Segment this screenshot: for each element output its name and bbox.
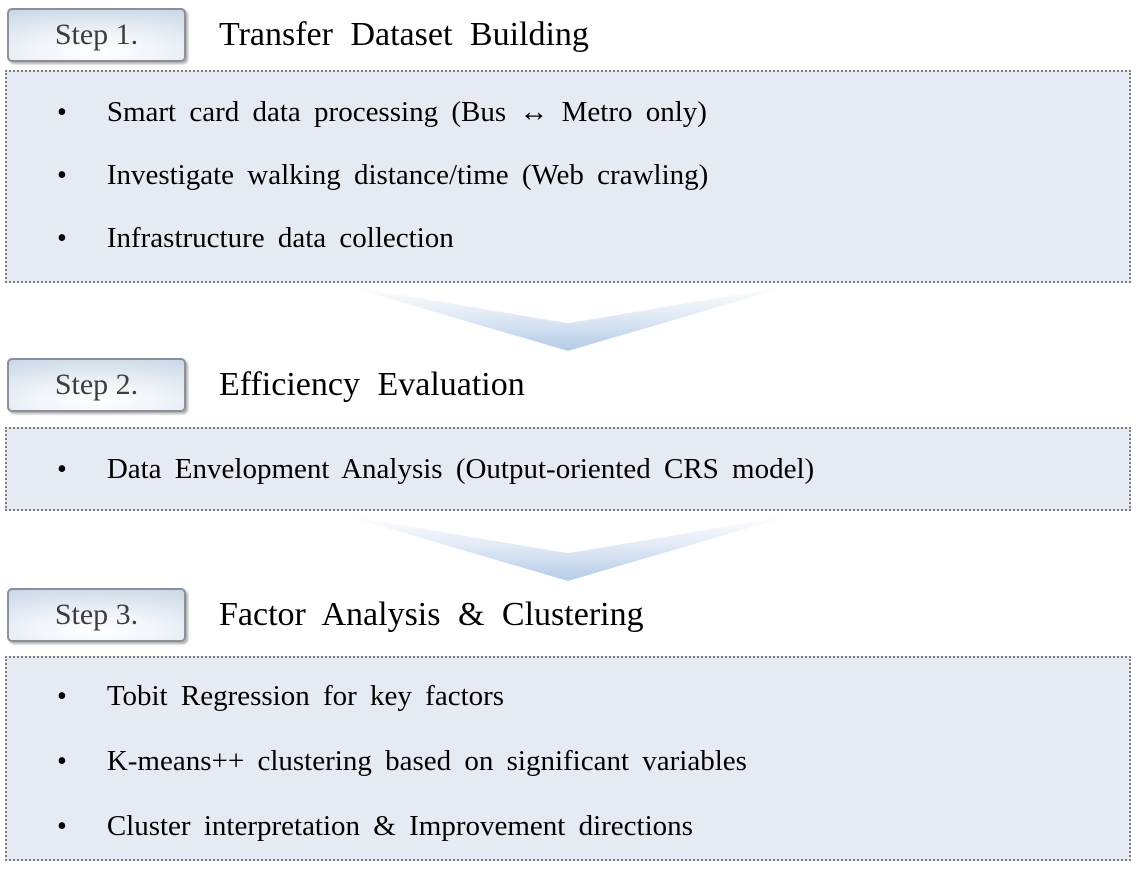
- arrow-row: [5, 285, 1131, 351]
- bullet-text: Tobit Regression for key factors: [106, 680, 505, 712]
- step-3-bullet-list: • Tobit Regression for key factors • K-m…: [7, 664, 1129, 859]
- bullet-icon: •: [57, 680, 67, 712]
- step-2-title: Efficiency Evaluation: [219, 366, 525, 403]
- bullet-icon: •: [57, 453, 67, 485]
- list-item: • Investigate walking distance/time (Web…: [7, 144, 1129, 207]
- step-3-title: Factor Analysis & Clustering: [219, 596, 644, 633]
- bullet-icon: •: [57, 745, 67, 777]
- step-2-bullet-list: • Data Envelopment Analysis (Output-orie…: [7, 438, 1129, 501]
- down-arrow-icon: [343, 515, 793, 581]
- step-1-header: Step 1. Transfer Dataset Building: [5, 7, 1131, 63]
- list-item: • Data Envelopment Analysis (Output-orie…: [7, 438, 1129, 501]
- bullet-text: K-means++ clustering based on significan…: [106, 745, 747, 777]
- list-item: • Cluster interpretation & Improvement d…: [7, 794, 1129, 859]
- list-item: • K-means++ clustering based on signific…: [7, 729, 1129, 794]
- bullet-icon: •: [57, 222, 67, 254]
- step-3-badge: Step 3.: [7, 588, 186, 642]
- down-arrow-icon: [343, 285, 793, 351]
- list-item: • Smart card data processing (Bus ↔ Metr…: [7, 81, 1129, 144]
- step-2-header: Step 2. Efficiency Evaluation: [5, 357, 1131, 413]
- bullet-icon: •: [57, 810, 67, 842]
- list-item: • Tobit Regression for key factors: [7, 664, 1129, 729]
- arrow-row: [5, 515, 1131, 581]
- bullet-text: Smart card data processing (Bus ↔ Metro …: [106, 96, 707, 128]
- bullet-text: Investigate walking distance/time (Web c…: [106, 159, 709, 191]
- step-2-panel: • Data Envelopment Analysis (Output-orie…: [5, 427, 1131, 511]
- step-2-badge: Step 2.: [7, 358, 186, 412]
- step-1-panel: • Smart card data processing (Bus ↔ Metr…: [5, 70, 1131, 283]
- step-3-panel: • Tobit Regression for key factors • K-m…: [5, 656, 1131, 861]
- step-1-badge: Step 1.: [7, 8, 186, 62]
- step-1-title: Transfer Dataset Building: [219, 16, 589, 53]
- bullet-text: Cluster interpretation & Improvement dir…: [106, 810, 693, 842]
- bullet-text: Data Envelopment Analysis (Output-orient…: [106, 453, 815, 485]
- list-item: • Infrastructure data collection: [7, 207, 1129, 270]
- bullet-icon: •: [57, 96, 67, 128]
- bullet-text: Infrastructure data collection: [106, 222, 454, 254]
- bullet-icon: •: [57, 159, 67, 191]
- step-1-bullet-list: • Smart card data processing (Bus ↔ Metr…: [7, 81, 1129, 270]
- step-3-header: Step 3. Factor Analysis & Clustering: [5, 587, 1131, 643]
